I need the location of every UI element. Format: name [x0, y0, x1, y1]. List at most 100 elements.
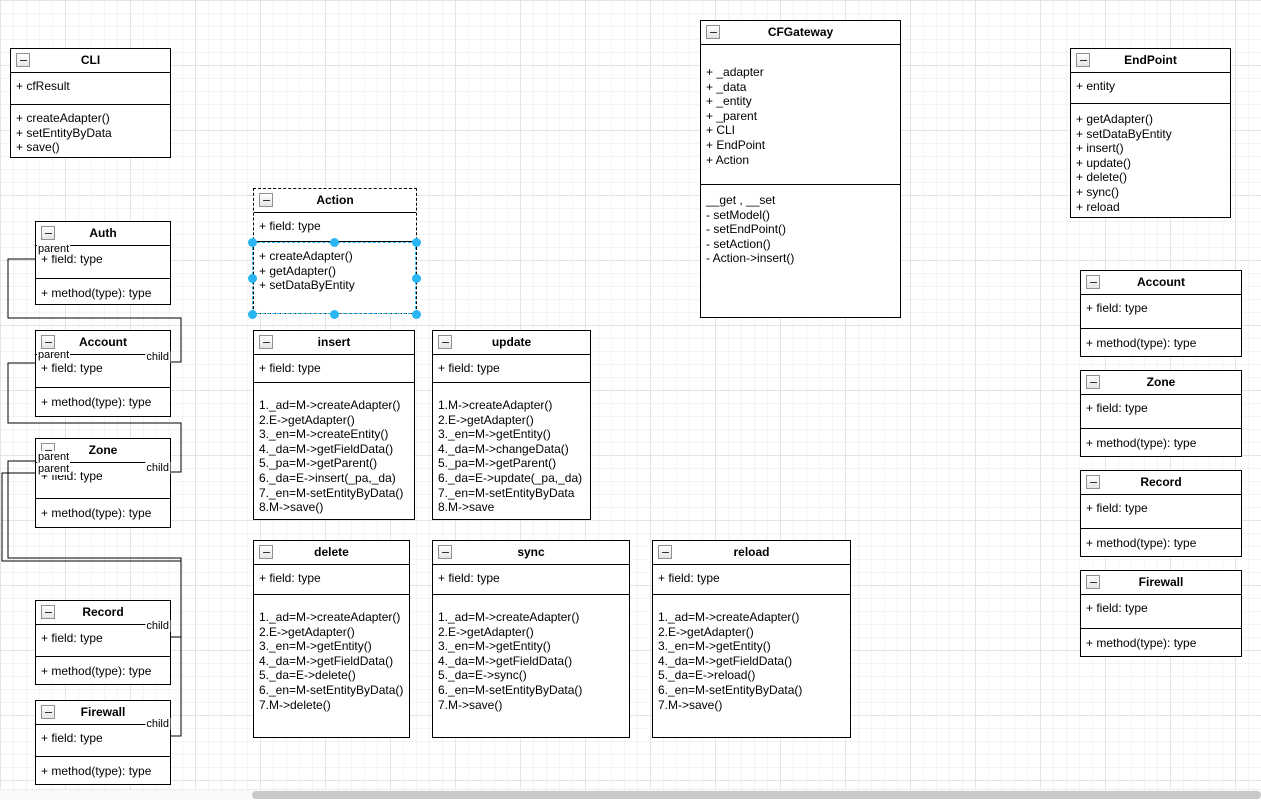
method-row: 6._en=M-setEntityByData() [658, 682, 803, 697]
class-methods-compartment: + getAdapter()+ setDataByEntity+ insert(… [1071, 104, 1230, 217]
uml-class-cli[interactable]: CLI + cfResult + createAdapter()+ setEnt… [10, 48, 171, 158]
connector-account-to-zone[interactable] [7, 362, 182, 473]
class-title-bar[interactable]: Account [1081, 271, 1241, 295]
uml-class-action[interactable]: Action + field: type + createAdapter()+ … [253, 188, 417, 314]
connector-zone-to-firewall[interactable] [1, 472, 182, 737]
class-title-bar[interactable]: Record [1081, 471, 1241, 495]
field-row: + field: type [41, 361, 103, 375]
collapse-minus-icon[interactable] [41, 605, 55, 619]
uml-class-account-right[interactable]: Account + field: type + method(type): ty… [1080, 270, 1242, 357]
field-row: + _adapter [706, 65, 764, 79]
uml-class-zone-right[interactable]: Zone + field: type + method(type): type [1080, 370, 1242, 457]
class-title-bar[interactable]: Firewall [1081, 571, 1241, 595]
edge-label-parent[interactable]: parent [37, 451, 71, 463]
class-title-bar[interactable]: EndPoint [1071, 49, 1230, 73]
class-title-bar[interactable]: sync [433, 541, 629, 565]
horizontal-scrollbar-thumb[interactable] [252, 791, 1261, 799]
class-fields-compartment: + field: type [254, 355, 414, 383]
uml-class-delete[interactable]: delete + field: type 1._ad=M->createAdap… [253, 540, 410, 738]
class-title-bar[interactable]: insert [254, 331, 414, 355]
connector-zone-to-record[interactable] [7, 460, 182, 638]
uml-class-endpoint[interactable]: EndPoint + entity + getAdapter()+ setDat… [1070, 48, 1231, 218]
selection-handle[interactable] [411, 273, 421, 283]
uml-class-insert[interactable]: insert + field: type 1._ad=M->createAdap… [253, 330, 415, 520]
edge-label-parent[interactable]: parent [37, 243, 71, 255]
uml-class-sync[interactable]: sync + field: type 1._ad=M->createAdapte… [432, 540, 630, 738]
collapse-minus-icon[interactable] [41, 705, 55, 719]
class-methods-compartment: 1.M->createAdapter()2.E->getAdapter()3._… [433, 383, 590, 519]
minus-glyph [45, 612, 52, 613]
selection-handle[interactable] [411, 237, 421, 247]
class-title-bar[interactable]: CFGateway [701, 21, 900, 45]
class-title: sync [517, 545, 545, 559]
collapse-minus-icon[interactable] [706, 25, 720, 39]
uml-class-record-left[interactable]: Record + field: type + method(type): typ… [35, 600, 171, 685]
edge-label-child[interactable]: child [145, 718, 170, 730]
uml-class-update[interactable]: update + field: type 1.M->createAdapter(… [432, 330, 591, 520]
class-title-bar[interactable]: Record [36, 601, 170, 625]
class-title-bar[interactable]: reload [653, 541, 850, 565]
method-row: 7.M->save() [438, 697, 503, 712]
connector-auth-to-account[interactable] [7, 258, 182, 363]
class-methods-compartment: + method(type): type [1081, 529, 1241, 556]
class-title-bar[interactable]: Zone [1081, 371, 1241, 395]
uml-class-record-right[interactable]: Record + field: type + method(type): typ… [1080, 470, 1242, 557]
field-row: + field: type [1086, 401, 1148, 415]
edge-label-child[interactable]: child [145, 462, 170, 474]
selection-handle[interactable] [247, 309, 257, 319]
field-row: + field: type [438, 571, 500, 585]
method-row: - setEndPoint() [706, 222, 787, 237]
uml-class-cfgateway[interactable]: CFGateway + _adapter+ _data+ _entity+ _p… [700, 20, 901, 318]
class-methods-compartment: + method(type): type [36, 499, 170, 527]
method-row: + method(type): type [1086, 536, 1197, 550]
field-row: + Action [706, 152, 750, 167]
edge-label-child[interactable]: child [145, 620, 170, 632]
uml-class-account-left[interactable]: Account + field: type + method(type): ty… [35, 330, 171, 417]
class-title-bar[interactable]: delete [254, 541, 409, 565]
uml-class-reload[interactable]: reload + field: type 1._ad=M->createAdap… [652, 540, 851, 738]
selection-handle[interactable] [247, 237, 257, 247]
collapse-minus-icon[interactable] [438, 335, 452, 349]
field-row: + EndPoint [706, 137, 766, 152]
collapse-minus-icon[interactable] [438, 545, 452, 559]
selection-handle[interactable] [247, 273, 257, 283]
selection-handle[interactable] [411, 309, 421, 319]
edge-label-child[interactable]: child [145, 351, 170, 363]
collapse-minus-icon[interactable] [1086, 475, 1100, 489]
field-row: + _parent [706, 108, 758, 123]
selection-handle[interactable] [329, 237, 339, 247]
minus-glyph [1090, 582, 1097, 583]
class-title-bar[interactable]: update [433, 331, 590, 355]
class-title-bar[interactable]: Action [254, 189, 416, 213]
collapse-minus-icon[interactable] [41, 226, 55, 240]
field-row: + field: type [41, 731, 103, 745]
collapse-minus-icon[interactable] [1086, 275, 1100, 289]
minus-glyph [45, 233, 52, 234]
collapse-minus-icon[interactable] [1086, 575, 1100, 589]
edge-label-parent[interactable]: parent [37, 463, 71, 475]
class-methods-compartment: + method(type): type [1081, 329, 1241, 356]
method-row: 3._en=M->getEntity() [658, 639, 771, 654]
method-row: 4._da=M->getFieldData() [259, 653, 394, 668]
method-row: + setEntityByData [16, 125, 112, 140]
collapse-minus-icon[interactable] [41, 335, 55, 349]
method-row: + method(type): type [41, 395, 152, 409]
uml-class-firewall-left[interactable]: Firewall + field: type + method(type): t… [35, 700, 171, 785]
collapse-minus-icon[interactable] [16, 53, 30, 67]
class-title-bar[interactable]: Firewall [36, 701, 170, 725]
collapse-minus-icon[interactable] [259, 335, 273, 349]
collapse-minus-icon[interactable] [1076, 53, 1090, 67]
class-title-bar[interactable]: Account [36, 331, 170, 355]
collapse-minus-icon[interactable] [259, 545, 273, 559]
edge-label-parent[interactable]: parent [37, 349, 71, 361]
collapse-minus-icon[interactable] [259, 193, 273, 207]
class-title-bar[interactable]: Auth [36, 222, 170, 246]
uml-class-firewall-right[interactable]: Firewall + field: type + method(type): t… [1080, 570, 1242, 657]
collapse-minus-icon[interactable] [658, 545, 672, 559]
uml-class-auth[interactable]: Auth + field: type + method(type): type [35, 221, 171, 305]
collapse-minus-icon[interactable] [1086, 375, 1100, 389]
class-methods-compartment: + method(type): type [36, 279, 170, 304]
selection-handle[interactable] [329, 309, 339, 319]
class-title-bar[interactable]: CLI [11, 49, 170, 73]
